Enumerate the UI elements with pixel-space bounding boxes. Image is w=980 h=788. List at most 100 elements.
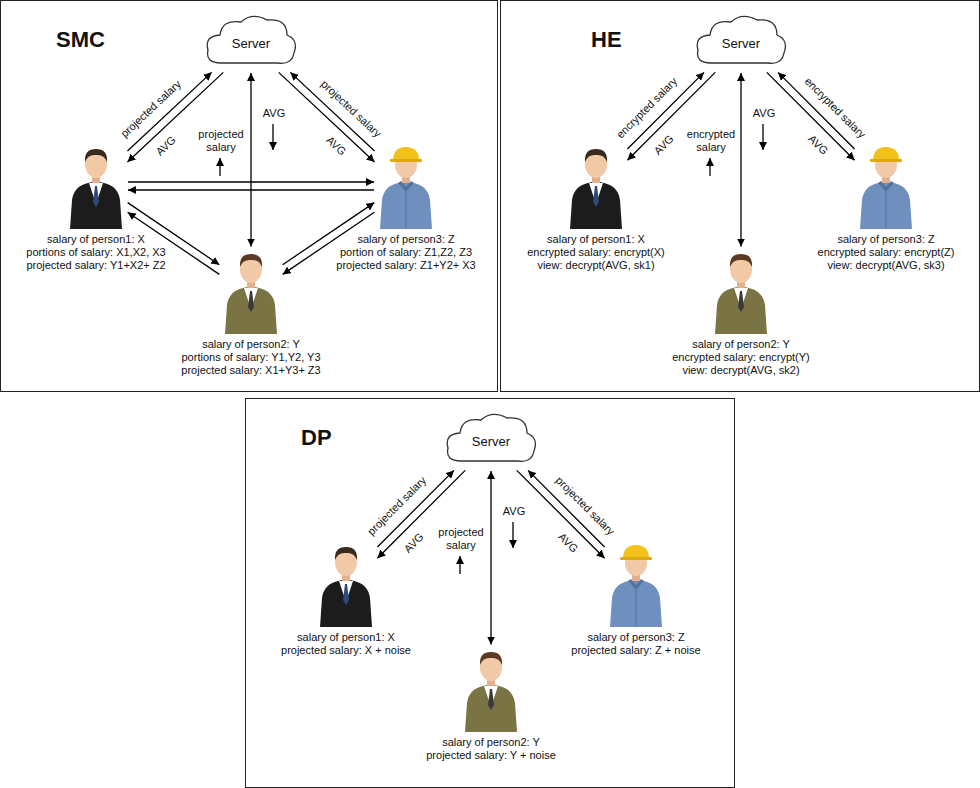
flow-arrow	[128, 181, 374, 182]
edge-label-holder: AVG	[650, 131, 678, 159]
person-icon	[566, 144, 626, 229]
person-figure: salary of person2: Yportions of salary: …	[221, 249, 281, 334]
person-text: salary of person2: Y	[181, 338, 320, 351]
edge-label-holder: encrypted salary	[613, 73, 682, 142]
server-label: Server	[722, 37, 760, 50]
server-label: Server	[472, 435, 510, 448]
person-text: projected salary: Z + noise	[571, 644, 700, 657]
panel-title: DP	[301, 425, 332, 451]
person-icon	[221, 249, 281, 334]
person-text: salary of person3: Z	[818, 233, 955, 246]
edge-label: AVG	[321, 132, 349, 160]
edge-label-holder: projected salary	[551, 472, 618, 539]
person-caption: salary of person2: Yencrypted salary: en…	[672, 338, 810, 377]
edge-label: projected salary	[317, 76, 386, 141]
person-text: salary of person2: Y	[426, 736, 556, 749]
person-figure: salary of person3: Zprojected salary: Z …	[606, 542, 666, 627]
flow-note: projected salary	[433, 526, 489, 552]
flow-label: encrypted salary	[683, 128, 739, 154]
person-text: salary of person1: X	[26, 233, 165, 246]
person-text: projected salary: Y + noise	[426, 749, 556, 762]
person-text: salary of person2: Y	[672, 338, 810, 351]
flow-arrow	[128, 189, 374, 190]
person-figure: salary of person2: Yprojected salary: Y …	[461, 647, 521, 732]
flow-note: encrypted salary	[683, 128, 739, 154]
flow-note: AVG	[753, 107, 775, 120]
person-caption: salary of person1: Xprojected salary: X …	[281, 631, 411, 657]
edge-label-holder: AVG	[152, 132, 180, 160]
method-panel: DPServersalary of person1: Xprojected sa…	[245, 398, 735, 788]
person-text: portions of salary: Y1,Y2, Y3	[181, 351, 320, 364]
person-icon	[711, 249, 771, 334]
edge-label: projected salary	[364, 472, 431, 539]
panel-title: SMC	[56, 27, 105, 53]
person-figure: salary of person2: Yencrypted salary: en…	[711, 249, 771, 334]
server-label: Server	[232, 37, 270, 50]
edge-label-holder: projected salary	[317, 76, 386, 141]
person-text: portions of salary: X1,X2, X3	[26, 246, 165, 259]
edge-label-holder: AVG	[321, 132, 349, 160]
person-text: salary of person1: X	[281, 631, 411, 644]
person-text: salary of person3: Z	[336, 233, 475, 246]
person-text: view: decrypt(AVG, sk3)	[818, 259, 955, 272]
person-figure: salary of person3: Zportion of salary: Z…	[376, 144, 436, 229]
flow-label: AVG	[263, 107, 285, 120]
edge-label-holder: AVG	[554, 529, 582, 557]
person-caption: salary of person3: Zencrypted salary: en…	[818, 233, 955, 272]
edge-label: AVG	[152, 132, 180, 160]
flow-label: AVG	[753, 107, 775, 120]
flow-note: projected salary	[193, 128, 249, 154]
edge-label: encrypted salary	[613, 73, 682, 142]
flow-label: projected salary	[193, 128, 249, 154]
person-caption: salary of person3: Zportion of salary: Z…	[336, 233, 475, 272]
edge-label: projected salary	[551, 472, 618, 539]
person-text: view: decrypt(AVG, sk2)	[672, 364, 810, 377]
person-icon	[606, 542, 666, 627]
edge-label: projected salary	[117, 76, 186, 141]
person-caption: salary of person2: Yprojected salary: Y …	[426, 736, 556, 762]
person-caption: salary of person2: Yportions of salary: …	[181, 338, 320, 377]
flow-label: projected salary	[433, 526, 489, 552]
person-icon	[316, 542, 376, 627]
flow-arrow	[740, 73, 741, 247]
flow-arrow	[490, 471, 491, 645]
person-text: encrypted salary: encrypt(X)	[527, 246, 665, 259]
flow-note: AVG	[503, 505, 525, 518]
person-text: projected salary: Y1+X2+ Z2	[26, 259, 165, 272]
method-panel: HEServersalary of person1: Xencrypted sa…	[500, 0, 980, 392]
person-text: encrypted salary: encrypt(Y)	[672, 351, 810, 364]
server-cloud: Server	[441, 409, 541, 469]
edge-label: encrypted salary	[800, 73, 869, 142]
person-text: salary of person1: X	[527, 233, 665, 246]
person-figure: salary of person1: Xportions of salary: …	[66, 144, 126, 229]
person-text: encrypted salary: encrypt(Z)	[818, 246, 955, 259]
server-cloud: Server	[201, 11, 301, 71]
edge-label-holder: AVG	[804, 131, 832, 159]
person-caption: salary of person1: Xportions of salary: …	[26, 233, 165, 272]
flow-note: AVG	[263, 107, 285, 120]
person-figure: salary of person1: Xencrypted salary: en…	[566, 144, 626, 229]
edge-label: AVG	[650, 131, 678, 159]
edge-label: AVG	[804, 131, 832, 159]
edge-label: AVG	[554, 529, 582, 557]
panel-title: HE	[591, 27, 622, 53]
edge-label: AVG	[400, 529, 428, 557]
edge-label-holder: projected salary	[364, 472, 431, 539]
method-panel: SMCServersalary of person1: Xportions of…	[0, 0, 498, 392]
person-icon	[461, 647, 521, 732]
person-caption: salary of person3: Zprojected salary: Z …	[571, 631, 700, 657]
person-caption: salary of person1: Xencrypted salary: en…	[527, 233, 665, 272]
person-figure: salary of person3: Zencrypted salary: en…	[856, 144, 916, 229]
person-figure: salary of person1: Xprojected salary: X …	[316, 542, 376, 627]
person-text: view: decrypt(AVG, sk1)	[527, 259, 665, 272]
person-icon	[66, 144, 126, 229]
person-text: projected salary: Z1+Y2+ X3	[336, 259, 475, 272]
flow-arrow	[250, 73, 251, 247]
person-icon	[376, 144, 436, 229]
person-text: projected salary: X1+Y3+ Z3	[181, 364, 320, 377]
edge-label-holder: projected salary	[117, 76, 186, 141]
person-text: salary of person3: Z	[571, 631, 700, 644]
person-icon	[856, 144, 916, 229]
server-cloud: Server	[691, 11, 791, 71]
